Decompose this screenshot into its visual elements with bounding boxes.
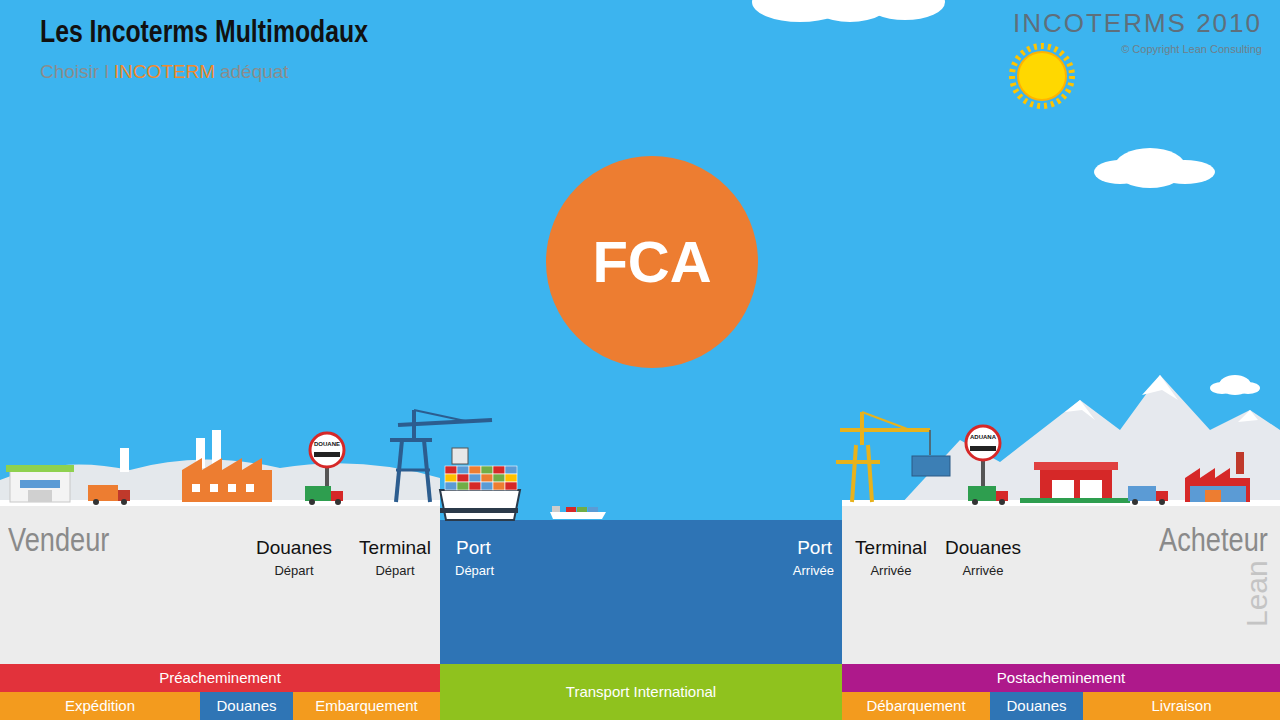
step-band: Expédition	[0, 692, 200, 720]
truck	[305, 486, 343, 505]
stage-band: Postacheminement	[842, 664, 1280, 692]
band-label: Postacheminement	[997, 670, 1125, 687]
mountains	[900, 375, 1280, 505]
customs-sign	[310, 433, 344, 490]
land-left	[0, 503, 440, 664]
clouds	[752, 0, 1260, 395]
sun	[1012, 46, 1072, 106]
sign-text: ADUANA	[970, 434, 996, 441]
place-qualifier: Arrivée	[962, 564, 1003, 579]
incoterm-code: FCA	[592, 230, 711, 294]
band-label: Débarquement	[866, 698, 965, 715]
band-label: Préacheminement	[159, 670, 281, 687]
party-name: Vendeur	[8, 520, 109, 559]
place-name: Terminal	[359, 537, 431, 559]
crane	[390, 410, 492, 502]
incoterm-circle: FCA	[546, 156, 758, 368]
warehouse	[6, 465, 74, 502]
stage-band: Préacheminement	[0, 664, 440, 692]
place-qualifier: Départ	[375, 564, 414, 579]
container	[912, 456, 950, 476]
band-label: Livraison	[1151, 698, 1211, 715]
place-qualifier: Arrivée	[870, 564, 911, 579]
land-right	[842, 503, 1280, 664]
band-label: Transport International	[566, 684, 716, 701]
distribution-centre	[1020, 462, 1130, 503]
page-title: Les Incoterms Multimodaux	[40, 14, 368, 50]
place-name: Terminal	[855, 537, 927, 559]
factory	[120, 430, 272, 502]
step-band: Douanes	[200, 692, 293, 720]
truck	[1128, 486, 1168, 505]
small-ship	[550, 506, 606, 519]
band-label: Douanes	[1006, 698, 1066, 715]
step-band: Douanes	[990, 692, 1083, 720]
place-qualifier: Arrivée	[793, 564, 834, 579]
place-qualifier: Départ	[274, 564, 313, 579]
edition-label: INCOTERMS 2010	[1013, 9, 1262, 39]
place-name: Port	[797, 537, 832, 559]
subtitle-text: Choisir l	[40, 61, 109, 83]
band-label: Embarquement	[315, 698, 418, 715]
sea	[440, 520, 842, 664]
factory	[1185, 452, 1250, 502]
band-label: Douanes	[216, 698, 276, 715]
step-band: Livraison	[1083, 692, 1280, 720]
copyright-note: © Copyright Lean Consulting	[1121, 43, 1262, 56]
sign-text: DOUANE	[314, 441, 340, 448]
step-band: Débarquement	[842, 692, 990, 720]
place-name: Port	[456, 537, 491, 559]
stage-band: Transport International	[440, 664, 842, 720]
watermark: Lean	[1240, 560, 1275, 627]
place-name: Douanes	[945, 537, 1021, 559]
place-qualifier: Départ	[455, 564, 494, 579]
party-name: Acheteur	[1159, 520, 1268, 559]
place-name: Douanes	[256, 537, 332, 559]
container-ship	[440, 448, 520, 520]
band-label: Expédition	[65, 698, 135, 715]
customs-sign	[966, 426, 1000, 492]
subtitle-highlight: INCOTERM	[114, 61, 215, 83]
subtitle-text: adéquat	[220, 61, 289, 83]
truck	[968, 486, 1008, 505]
truck	[88, 485, 130, 505]
step-band: Embarquement	[293, 692, 440, 720]
